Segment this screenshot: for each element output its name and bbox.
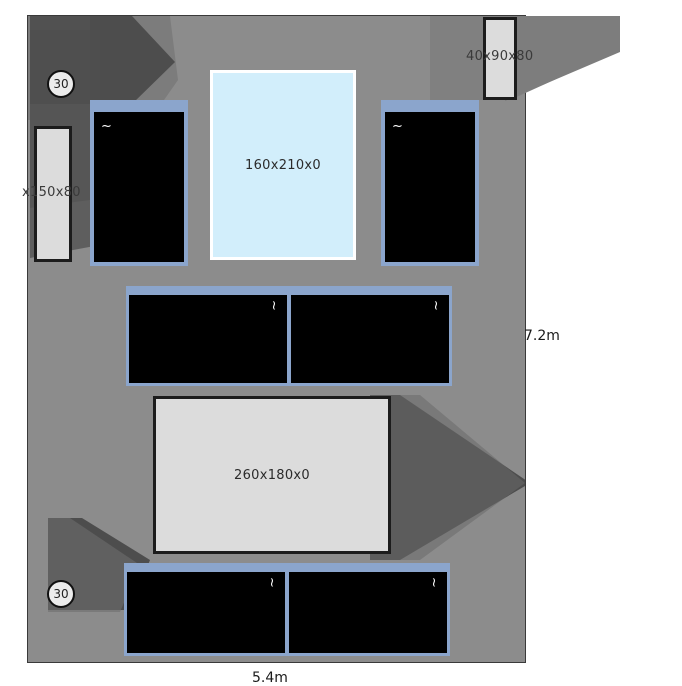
panel-top-left[interactable]: ~ <box>90 100 188 266</box>
table-center[interactable]: 260x180x0 <box>153 396 391 554</box>
panel-top-right[interactable]: ~ <box>381 100 479 266</box>
panel-mid-row-left-tilde-icon: ~ <box>266 300 282 311</box>
dimension-width: 5.4m <box>252 670 288 686</box>
panel-bottom-row-left: ~ <box>127 572 285 653</box>
wardrobe-left-label: x150x80 <box>22 185 81 200</box>
panel-bottom-row-right-tilde-icon: ~ <box>426 577 442 588</box>
panel-mid-row-left: ~ <box>129 295 287 383</box>
panel-bottom-row[interactable]: ~ ~ <box>124 563 450 656</box>
panel-top-left-screen: ~ <box>94 112 184 262</box>
rug-center-label: 160x210x0 <box>245 157 321 173</box>
badge-top-left-label: 30 <box>53 77 69 91</box>
panel-mid-row[interactable]: ~ ~ <box>126 286 452 386</box>
badge-bottom-left[interactable]: 30 <box>47 580 75 608</box>
panel-top-right-tilde-icon: ~ <box>392 119 403 134</box>
panel-top-right-screen: ~ <box>385 112 475 262</box>
panel-bottom-row-left-tilde-icon: ~ <box>264 577 280 588</box>
dimension-height: 7.2m <box>524 328 560 344</box>
wardrobe-left[interactable] <box>34 126 72 262</box>
cabinet-top-right[interactable] <box>483 17 517 100</box>
panel-mid-row-right: ~ <box>291 295 449 383</box>
table-center-label: 260x180x0 <box>234 467 310 483</box>
rug-center[interactable]: 160x210x0 <box>210 70 356 260</box>
panel-bottom-row-right: ~ <box>289 572 447 653</box>
panel-mid-row-right-tilde-icon: ~ <box>428 300 444 311</box>
badge-bottom-left-label: 30 <box>53 587 69 601</box>
cabinet-top-right-label: 40x90x80 <box>466 49 534 64</box>
panel-top-left-tilde-icon: ~ <box>101 119 112 134</box>
badge-top-left[interactable]: 30 <box>47 70 75 98</box>
